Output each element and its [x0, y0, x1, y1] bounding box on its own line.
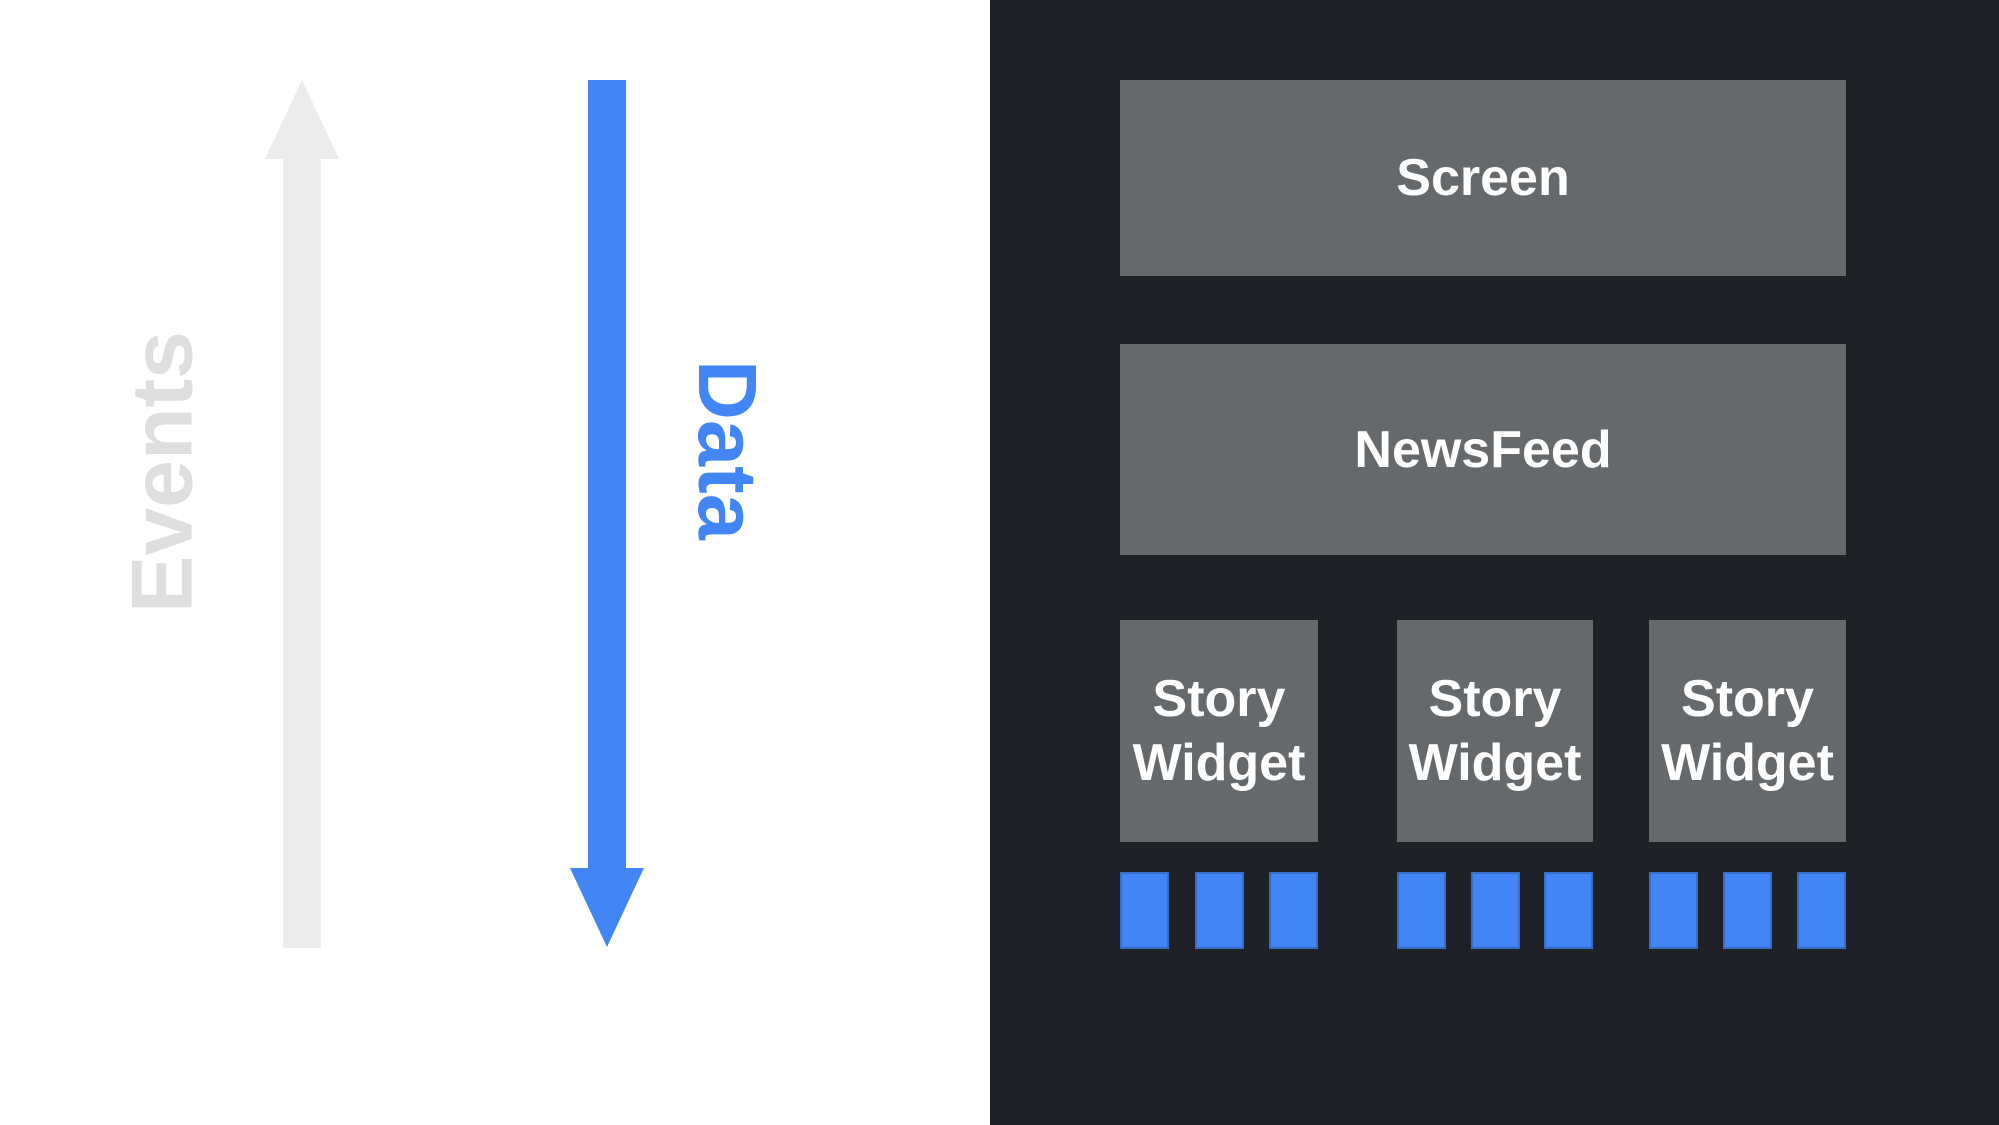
events-label: Events	[114, 330, 211, 614]
story-item-square	[1723, 872, 1772, 949]
newsfeed-box: NewsFeed	[1120, 344, 1846, 555]
events-up-arrow-head	[265, 80, 339, 159]
screen-box: Screen	[1120, 80, 1846, 276]
story-item-square	[1397, 872, 1446, 949]
story-item-square	[1544, 872, 1593, 949]
story-items-row	[1120, 872, 1318, 949]
story-item-square	[1470, 872, 1520, 949]
story-item-square	[1269, 872, 1318, 949]
newsfeed-box-label: NewsFeed	[1354, 420, 1612, 479]
story-item-square	[1194, 872, 1244, 949]
story-item-square	[1797, 872, 1846, 949]
story-widget-column: Story Widget	[1649, 620, 1846, 949]
events-up-arrow-shaft	[283, 158, 321, 948]
story-widget-column: Story Widget	[1120, 620, 1318, 949]
story-items-row	[1649, 872, 1846, 949]
story-widget-label: Story Widget	[1661, 670, 1834, 792]
flow-pane: Events Data	[0, 0, 990, 1125]
story-widget-box: Story Widget	[1120, 620, 1318, 842]
story-item-square	[1649, 872, 1698, 949]
story-widget-box: Story Widget	[1649, 620, 1846, 842]
story-widget-column: Story Widget	[1397, 620, 1593, 949]
data-down-arrow-head	[570, 868, 644, 947]
story-widget-label: Story Widget	[1132, 670, 1306, 792]
widget-tree-panel: Screen NewsFeed Story Widget Story Widge…	[990, 0, 1999, 1125]
story-item-square	[1120, 872, 1169, 949]
data-down-arrow-shaft	[588, 80, 626, 869]
story-widget-label: Story Widget	[1408, 670, 1582, 792]
story-items-row	[1397, 872, 1593, 949]
screen-box-label: Screen	[1396, 149, 1570, 207]
data-label: Data	[681, 360, 774, 540]
story-widget-box: Story Widget	[1397, 620, 1593, 842]
